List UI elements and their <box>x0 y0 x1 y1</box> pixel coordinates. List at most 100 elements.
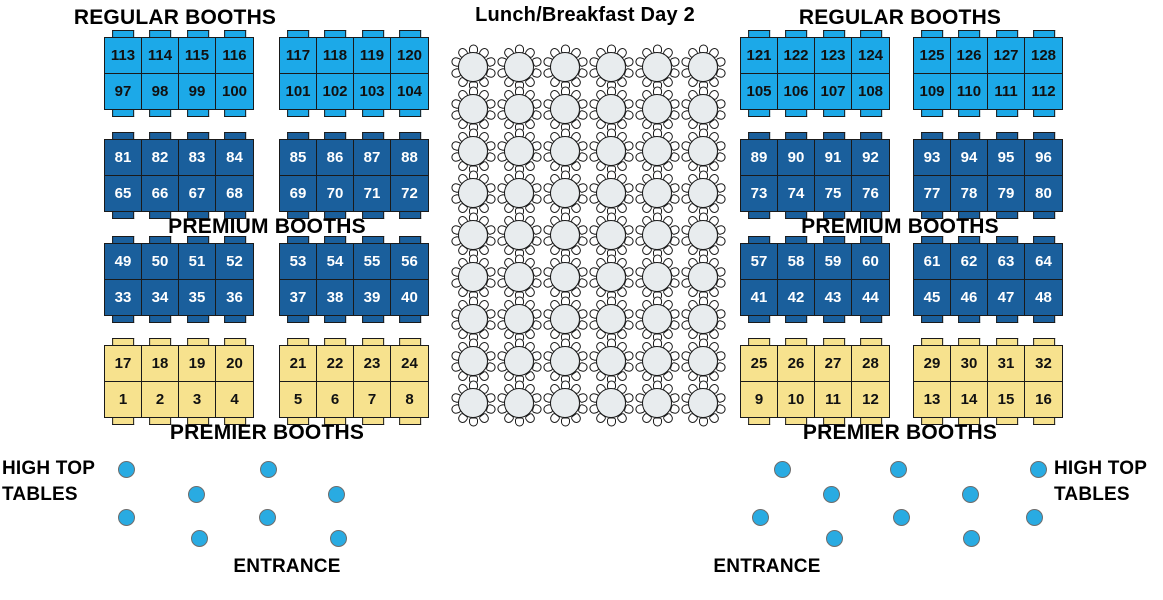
booth-cell[interactable]: 51 <box>179 244 216 280</box>
high-top-table-right[interactable] <box>890 461 907 478</box>
booth-cell[interactable]: 32 <box>1025 346 1062 382</box>
banquet-table[interactable] <box>495 254 543 300</box>
booth-cell[interactable]: 107 <box>815 73 852 109</box>
banquet-table[interactable] <box>587 212 635 258</box>
booth-cell[interactable]: 11 <box>815 381 852 417</box>
booth-cell[interactable]: 103 <box>354 73 391 109</box>
banquet-table[interactable] <box>587 170 635 216</box>
booth-cell[interactable]: 31 <box>988 346 1025 382</box>
booth-cell[interactable]: 125 <box>914 38 951 74</box>
booth-cell[interactable]: 86 <box>317 140 354 176</box>
banquet-table[interactable] <box>633 170 681 216</box>
booth-cell[interactable]: 105 <box>741 73 778 109</box>
banquet-table[interactable] <box>679 128 727 174</box>
banquet-table[interactable] <box>449 338 497 384</box>
booth-cell[interactable]: 121 <box>741 38 778 74</box>
booth-cell[interactable]: 119 <box>354 38 391 74</box>
banquet-table[interactable] <box>633 380 681 426</box>
booth-cell[interactable]: 65 <box>105 175 142 211</box>
booth-cell[interactable]: 64 <box>1025 244 1062 280</box>
booth-cell[interactable]: 10 <box>778 381 815 417</box>
booth-cell[interactable]: 15 <box>988 381 1025 417</box>
booth-cell[interactable]: 13 <box>914 381 951 417</box>
booth-cell[interactable]: 22 <box>317 346 354 382</box>
booth-cell[interactable]: 69 <box>280 175 317 211</box>
banquet-table[interactable] <box>495 338 543 384</box>
banquet-table[interactable] <box>633 212 681 258</box>
banquet-table[interactable] <box>679 86 727 132</box>
booth-cell[interactable]: 1 <box>105 381 142 417</box>
booth-cell[interactable]: 120 <box>391 38 428 74</box>
booth-cell[interactable]: 99 <box>179 73 216 109</box>
banquet-table[interactable] <box>633 254 681 300</box>
booth-cell[interactable]: 6 <box>317 381 354 417</box>
booth-cell[interactable]: 108 <box>852 73 889 109</box>
booth-cell[interactable]: 41 <box>741 279 778 315</box>
banquet-table[interactable] <box>633 86 681 132</box>
banquet-table[interactable] <box>633 338 681 384</box>
booth-cell[interactable]: 106 <box>778 73 815 109</box>
booth-cell[interactable]: 8 <box>391 381 428 417</box>
banquet-table[interactable] <box>541 212 589 258</box>
banquet-table[interactable] <box>541 338 589 384</box>
booth-cell[interactable]: 40 <box>391 279 428 315</box>
booth-cell[interactable]: 33 <box>105 279 142 315</box>
booth-cell[interactable]: 30 <box>951 346 988 382</box>
banquet-table[interactable] <box>679 212 727 258</box>
banquet-table[interactable] <box>449 254 497 300</box>
booth-cell[interactable]: 70 <box>317 175 354 211</box>
booth-cell[interactable]: 109 <box>914 73 951 109</box>
booth-cell[interactable]: 85 <box>280 140 317 176</box>
booth-cell[interactable]: 9 <box>741 381 778 417</box>
high-top-table-right[interactable] <box>823 486 840 503</box>
booth-cell[interactable]: 52 <box>216 244 253 280</box>
booth-cell[interactable]: 67 <box>179 175 216 211</box>
booth-cell[interactable]: 47 <box>988 279 1025 315</box>
booth-cell[interactable]: 88 <box>391 140 428 176</box>
booth-cell[interactable]: 18 <box>142 346 179 382</box>
banquet-table[interactable] <box>449 128 497 174</box>
banquet-table[interactable] <box>495 296 543 342</box>
banquet-table[interactable] <box>495 170 543 216</box>
booth-cell[interactable]: 112 <box>1025 73 1062 109</box>
booth-cell[interactable]: 71 <box>354 175 391 211</box>
booth-cell[interactable]: 36 <box>216 279 253 315</box>
booth-cell[interactable]: 5 <box>280 381 317 417</box>
booth-cell[interactable]: 46 <box>951 279 988 315</box>
high-top-table-left[interactable] <box>118 509 135 526</box>
booth-cell[interactable]: 98 <box>142 73 179 109</box>
booth-cell[interactable]: 89 <box>741 140 778 176</box>
booth-cell[interactable]: 3 <box>179 381 216 417</box>
banquet-table[interactable] <box>449 296 497 342</box>
booth-cell[interactable]: 80 <box>1025 175 1062 211</box>
booth-cell[interactable]: 73 <box>741 175 778 211</box>
booth-cell[interactable]: 90 <box>778 140 815 176</box>
booth-cell[interactable]: 12 <box>852 381 889 417</box>
banquet-table[interactable] <box>541 128 589 174</box>
booth-cell[interactable]: 94 <box>951 140 988 176</box>
booth-cell[interactable]: 34 <box>142 279 179 315</box>
booth-cell[interactable]: 60 <box>852 244 889 280</box>
booth-cell[interactable]: 124 <box>852 38 889 74</box>
booth-cell[interactable]: 57 <box>741 244 778 280</box>
booth-cell[interactable]: 62 <box>951 244 988 280</box>
banquet-table[interactable] <box>449 86 497 132</box>
booth-cell[interactable]: 117 <box>280 38 317 74</box>
banquet-table[interactable] <box>495 86 543 132</box>
banquet-table[interactable] <box>449 170 497 216</box>
booth-cell[interactable]: 35 <box>179 279 216 315</box>
booth-cell[interactable]: 84 <box>216 140 253 176</box>
booth-cell[interactable]: 76 <box>852 175 889 211</box>
banquet-table[interactable] <box>587 338 635 384</box>
booth-cell[interactable]: 59 <box>815 244 852 280</box>
booth-cell[interactable]: 42 <box>778 279 815 315</box>
high-top-table-left[interactable] <box>118 461 135 478</box>
